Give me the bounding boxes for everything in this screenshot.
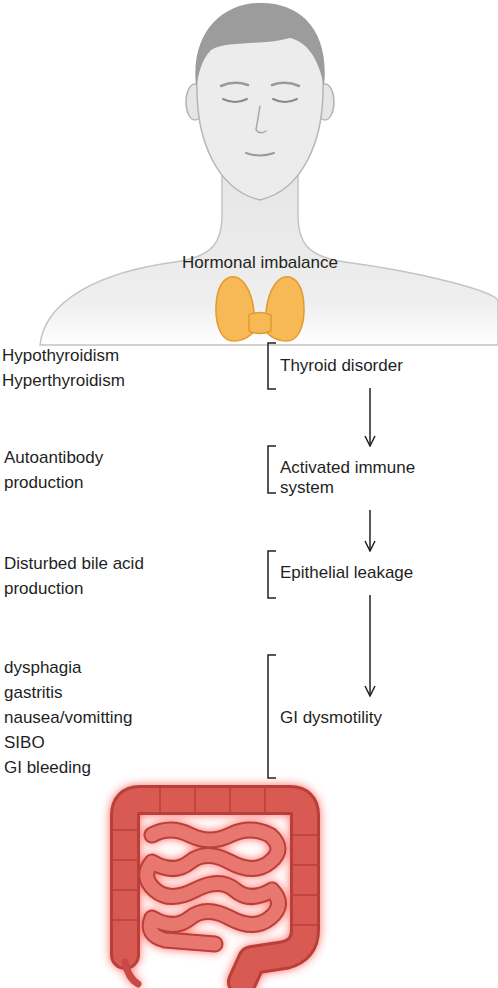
bracket-note: GI bleeding: [4, 755, 204, 780]
hair: [195, 3, 324, 86]
brackets: [268, 343, 276, 778]
nose: [256, 106, 266, 133]
bracket: [268, 343, 276, 389]
process-step: GI dysmotility: [280, 696, 460, 740]
closed-eye: [223, 99, 247, 102]
bracket: [268, 551, 276, 598]
bracket: [268, 446, 276, 493]
intestines: [113, 788, 317, 984]
bracket-note: dysphagia: [4, 655, 204, 680]
bracket-note: Autoantibody production: [4, 445, 126, 495]
bracket: [268, 655, 276, 778]
appendix: [125, 962, 138, 984]
person-figure: [40, 3, 498, 345]
bracket-note: SIBO: [4, 730, 204, 755]
step-text: Activated immune system: [280, 458, 460, 498]
large-intestine: [125, 800, 305, 982]
process-step: Activated immune system: [280, 446, 460, 510]
thyroid-isthmus: [249, 313, 271, 334]
bracket-note: nausea/vomitting: [4, 705, 204, 730]
process-step: Thyroid disorder: [280, 344, 460, 388]
bracket-note: gastritis: [4, 680, 204, 705]
flow-arrow: [369, 595, 371, 696]
flow-arrow: [369, 510, 371, 551]
flow-arrow: [369, 388, 371, 446]
large-intestine: [125, 800, 305, 982]
illustration-caption: Hormonal imbalance: [170, 250, 350, 275]
thyroid-gland: [216, 277, 304, 341]
bracket-note: Hypothyroidism: [2, 343, 202, 368]
eyebrow: [272, 83, 299, 86]
process-step: Epithelial leakage: [280, 551, 460, 595]
closed-eye: [273, 99, 297, 102]
bracket-note: Hyperthyroidism: [2, 368, 202, 393]
mouth: [246, 153, 274, 156]
step-text: Epithelial leakage: [280, 563, 460, 583]
bracket-note: Disturbed bile acid production: [4, 551, 169, 601]
step-text: Thyroid disorder: [280, 356, 460, 376]
small-intestine: [147, 830, 279, 944]
step-text: GI dysmotility: [280, 708, 460, 728]
small-intestine: [147, 830, 279, 944]
eyebrow: [221, 83, 248, 86]
